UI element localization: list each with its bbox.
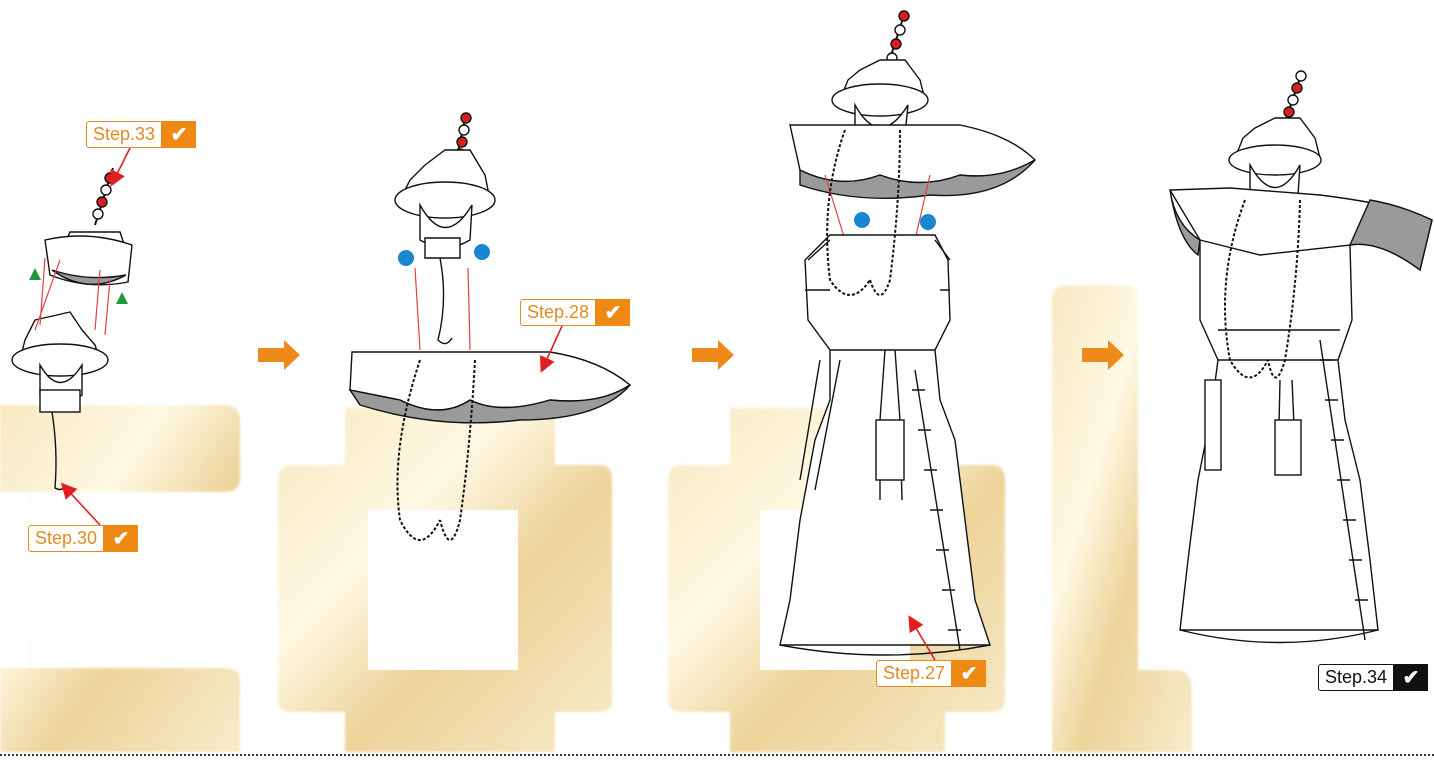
check-icon: ✔ [162, 121, 196, 148]
step-label: Step.28 [520, 299, 596, 326]
watermark-letter-c-inner [0, 492, 30, 668]
watermark [0, 285, 1192, 752]
check-icon: ✔ [952, 660, 986, 687]
check-icon: ✔ [104, 525, 138, 552]
step-badge-33: Step.33 ✔ [86, 121, 196, 148]
check-icon: ✔ [1394, 664, 1428, 691]
arrow-right-icon [258, 340, 300, 370]
marker-dot [920, 214, 936, 230]
step-badge-30: Step.30 ✔ [28, 525, 138, 552]
marker-dot [854, 212, 870, 228]
step-label: Step.27 [876, 660, 952, 687]
step-badge-27: Step.27 ✔ [876, 660, 986, 687]
step-badge-34: Step.34 ✔ [1318, 664, 1428, 691]
figure-completed [1170, 71, 1432, 643]
check-icon: ✔ [596, 299, 630, 326]
step-label: Step.34 [1318, 664, 1394, 691]
watermark-letter-o-1-hole [368, 510, 518, 670]
pointer-arrow-33 [112, 148, 130, 184]
marker-dot [398, 250, 414, 266]
marker-dot [474, 244, 490, 260]
step-label: Step.30 [28, 525, 104, 552]
bottom-dotted-rule [0, 754, 1434, 756]
watermark-letter-c [0, 405, 240, 752]
arrow-right-icon [692, 340, 734, 370]
step-badge-28: Step.28 ✔ [520, 299, 630, 326]
step-label: Step.33 [86, 121, 162, 148]
